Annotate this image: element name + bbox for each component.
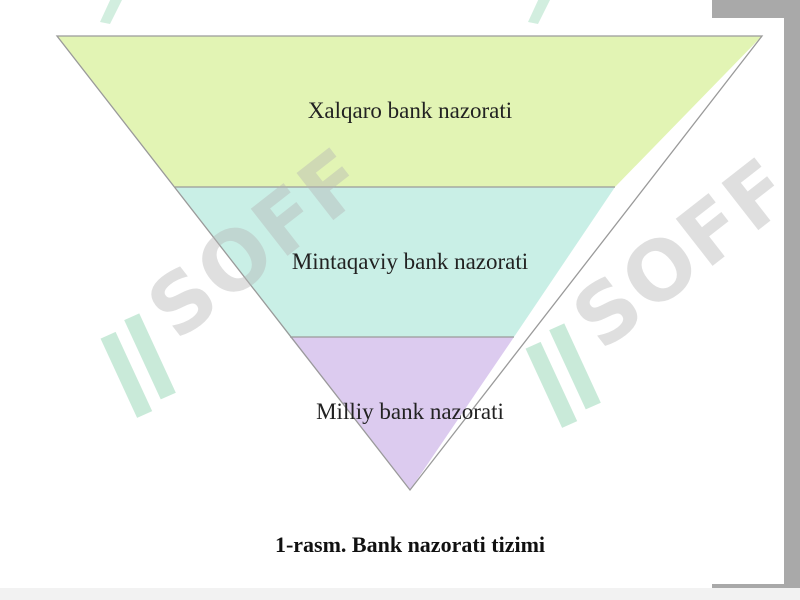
pyramid-level-xalqaro <box>57 36 762 187</box>
watermark-fragment-top-left <box>100 0 122 24</box>
pyramid-level-mintaqaviy <box>175 187 615 337</box>
right-band-inner <box>712 18 784 584</box>
level-label-milliy: Milliy bank nazorati <box>316 399 504 424</box>
bottom-strip <box>0 588 800 600</box>
level-label-xalqaro: Xalqaro bank nazorati <box>307 98 513 123</box>
pyramid-level-milliy <box>290 337 514 490</box>
figure-caption: 1-rasm. Bank nazorati tizimi <box>274 532 546 557</box>
pyramid-outline <box>55 35 764 492</box>
watermark-fragment-top-right <box>528 0 550 24</box>
level-label-mintaqaviy: Mintaqaviy bank nazorati <box>291 249 529 274</box>
